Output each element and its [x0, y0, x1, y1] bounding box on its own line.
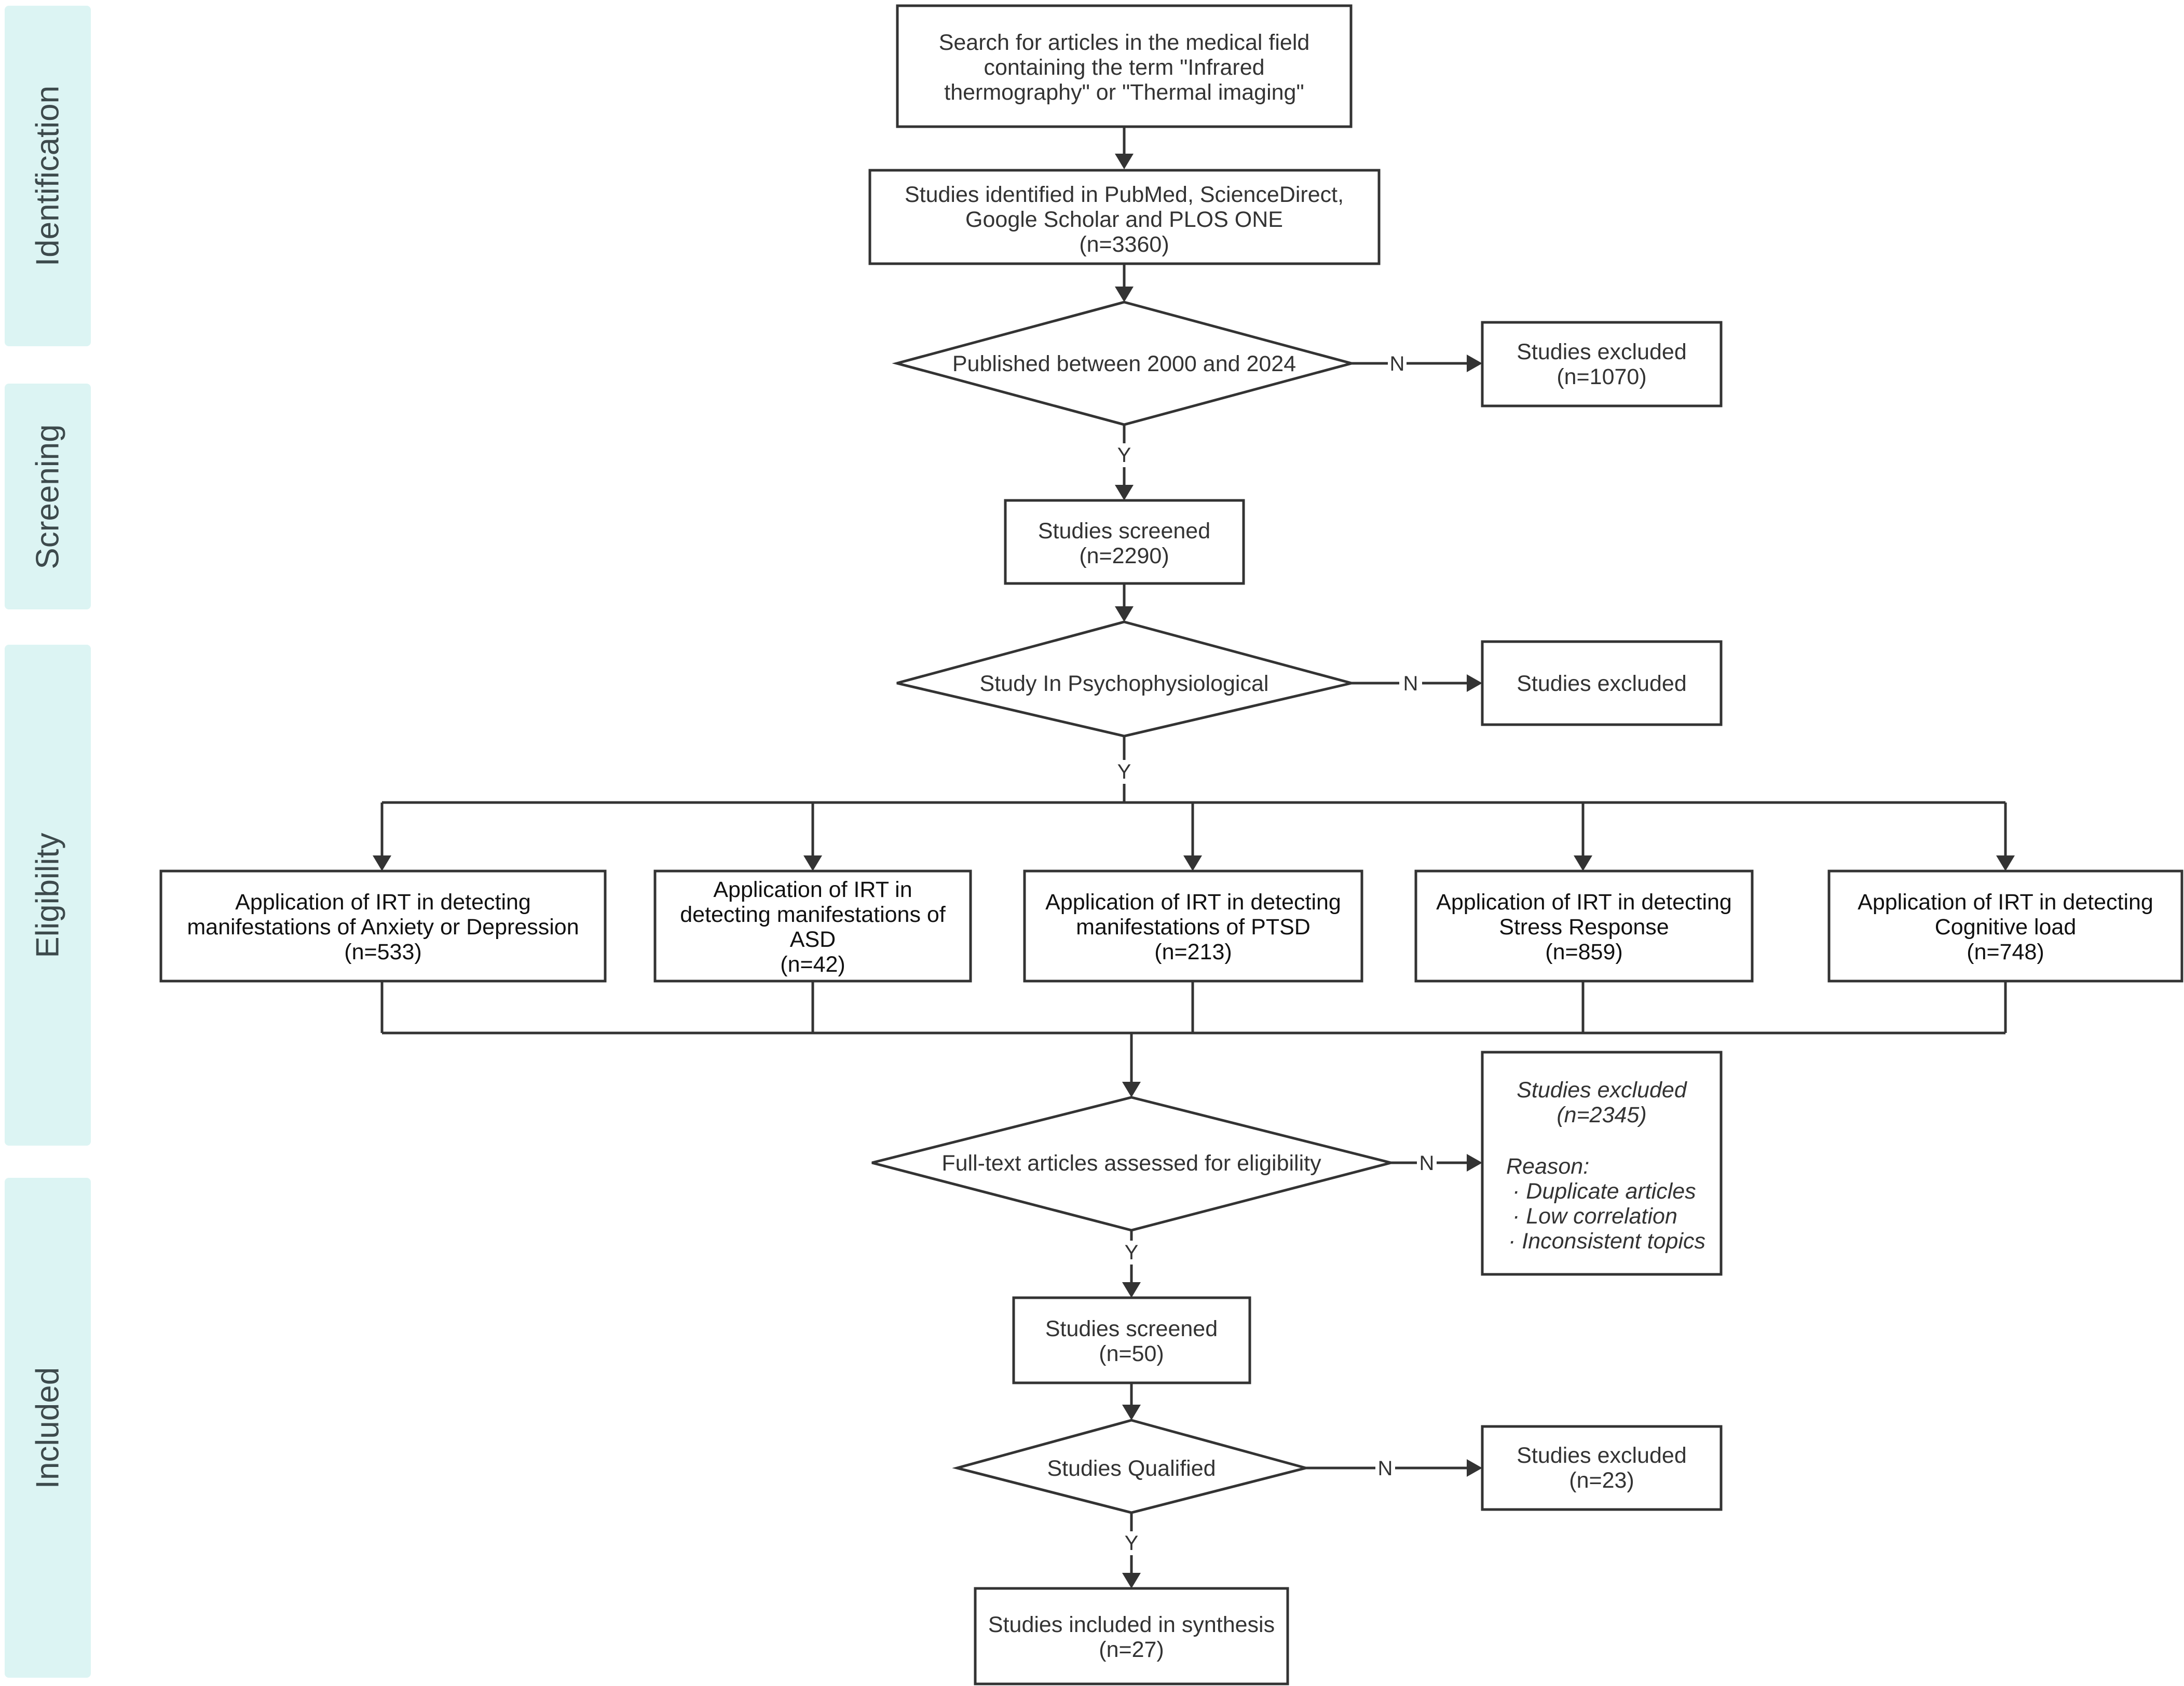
arrowhead: [1574, 855, 1592, 871]
search-box: Search for articles in the medical field…: [896, 4, 1353, 128]
arrowhead: [1467, 355, 1482, 372]
screened-2-title: Studies screened: [1045, 1316, 1218, 1341]
no-label: N: [1390, 352, 1405, 375]
identified-box: Studies identified in PubMed, ScienceDir…: [868, 169, 1381, 265]
connectors: [373, 127, 2015, 1588]
phase-band-eligibility: Eligibility: [5, 645, 91, 1146]
excluded-4-title: Studies excluded: [1517, 1443, 1687, 1468]
arrowhead: [1115, 606, 1134, 622]
search-line-2: containing the term "Infrared: [984, 55, 1264, 80]
branch-box-asd: Application of IRT in detecting manifest…: [653, 869, 972, 983]
branch-1-line-2: manifestations of Anxiety or Depression: [187, 915, 579, 940]
decision-published: Published between 2000 and 2024: [892, 301, 1357, 426]
excluded-3-reason-3: · Inconsistent topics: [1508, 1229, 1705, 1254]
arrowhead: [1467, 1154, 1482, 1172]
decision-fulltext-label: Full-text articles assessed for eligibil…: [941, 1151, 1321, 1176]
excluded-3-reason-1: · Duplicate articles: [1512, 1179, 1696, 1204]
arrowhead: [1183, 855, 1202, 871]
identified-line-2: Google Scholar and PLOS ONE: [965, 207, 1283, 232]
branch-2-count: (n=42): [780, 952, 845, 977]
arrowhead: [1122, 1282, 1141, 1298]
branch-4-line-2: Stress Response: [1499, 915, 1669, 940]
yes-label: Y: [1125, 1241, 1139, 1264]
excluded-3-count: (n=2345): [1557, 1103, 1646, 1127]
screened-1-count: (n=2290): [1079, 543, 1169, 568]
excluded-3-title: Studies excluded: [1517, 1078, 1688, 1103]
branch-box-ptsd: Application of IRT in detecting manifest…: [1023, 869, 1363, 983]
excluded-box-4: Studies excluded (n=23): [1481, 1425, 1723, 1511]
decision-psych: Study In Psychophysiological: [896, 620, 1352, 738]
branch-5-line-2: Cognitive load: [1935, 915, 2077, 940]
screened-2-count: (n=50): [1099, 1341, 1164, 1366]
branch-2-line-3: ASD: [790, 927, 836, 952]
arrowhead: [803, 855, 822, 871]
included-title: Studies included in synthesis: [988, 1612, 1275, 1637]
decision-published-label: Published between 2000 and 2024: [952, 351, 1296, 376]
excluded-box-1: Studies excluded (n=1070): [1481, 321, 1723, 407]
arrowhead: [1122, 1082, 1141, 1097]
included-box: Studies included in synthesis (n=27): [974, 1587, 1289, 1685]
phase-band-included: Included: [5, 1178, 91, 1678]
decision-fulltext: Full-text articles assessed for eligibil…: [871, 1096, 1391, 1232]
branch-3-line-1: Application of IRT in detecting: [1045, 890, 1341, 915]
excluded-1-title: Studies excluded: [1517, 339, 1687, 364]
yes-label: Y: [1117, 444, 1131, 467]
identified-count: (n=3360): [1079, 232, 1169, 257]
screened-box-2: Studies screened (n=50): [1012, 1296, 1251, 1384]
arrowhead: [1122, 1573, 1141, 1588]
yes-label: Y: [1117, 760, 1131, 783]
branch-1-count: (n=533): [344, 940, 421, 964]
search-line-3: thermography" or "Thermal imaging": [944, 80, 1304, 105]
no-label: N: [1419, 1152, 1435, 1175]
branch-5-line-1: Application of IRT in detecting: [1858, 890, 2153, 915]
identified-line-1: Studies identified in PubMed, ScienceDir…: [905, 182, 1344, 207]
branch-1-line-1: Application of IRT in detecting: [235, 890, 531, 915]
phase-band-identification: Identification: [5, 6, 91, 346]
excluded-3-reason-label: Reason:: [1506, 1154, 1589, 1179]
yes-label: Y: [1125, 1532, 1139, 1555]
arrowhead: [1115, 154, 1134, 169]
screened-box-1: Studies screened (n=2290): [1004, 499, 1245, 585]
branch-box-stress: Application of IRT in detecting Stress R…: [1414, 869, 1754, 983]
branch-2-line-2: detecting manifestations of: [680, 902, 946, 927]
arrowhead: [1115, 287, 1134, 302]
arrowhead: [1115, 485, 1134, 500]
branch-2-line-1: Application of IRT in: [713, 877, 912, 902]
no-label: N: [1403, 672, 1418, 695]
decision-qualified: Studies Qualified: [952, 1419, 1311, 1514]
excluded-box-2: Studies excluded: [1481, 640, 1723, 726]
arrowhead: [1996, 855, 2015, 871]
branch-4-count: (n=859): [1545, 940, 1622, 964]
excluded-box-3: Studies excluded (n=2345) Reason: · Dupl…: [1481, 1051, 1723, 1276]
branch-5-count: (n=748): [1967, 940, 2044, 964]
branch-3-count: (n=213): [1154, 940, 1232, 964]
arrowhead: [1467, 1459, 1482, 1477]
excluded-1-count: (n=1070): [1557, 364, 1646, 389]
included-count: (n=27): [1099, 1637, 1164, 1662]
branch-3-line-2: manifestations of PTSD: [1076, 915, 1311, 940]
branch-box-anxiety-depression: Application of IRT in detecting manifest…: [159, 869, 607, 983]
phase-band-screening: Screening: [5, 384, 91, 609]
branch-box-cognitive-load: Application of IRT in detecting Cognitiv…: [1827, 869, 2183, 983]
screened-1-title: Studies screened: [1038, 519, 1210, 543]
arrowhead: [1122, 1405, 1141, 1420]
no-label: N: [1378, 1457, 1393, 1480]
arrowhead: [1467, 674, 1482, 692]
decision-psych-label: Study In Psychophysiological: [980, 671, 1269, 696]
decision-qualified-label: Studies Qualified: [1047, 1456, 1216, 1481]
excluded-3-reason-2: · Low correlation: [1512, 1204, 1677, 1229]
excluded-4-count: (n=23): [1569, 1468, 1634, 1493]
excluded-2-title: Studies excluded: [1517, 671, 1687, 696]
edge-labels: N Y N Y N Y N Y: [1117, 352, 1435, 1555]
arrowhead: [373, 855, 391, 871]
search-line-1: Search for articles in the medical field: [939, 30, 1310, 55]
branch-4-line-1: Application of IRT in detecting: [1436, 890, 1732, 915]
